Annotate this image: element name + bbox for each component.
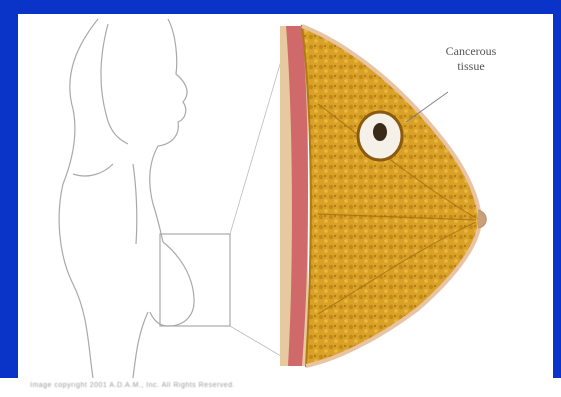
leader-line-2 xyxy=(230,326,286,359)
callout-line-2: tissue xyxy=(426,59,516,74)
leader-line-1 xyxy=(230,44,286,234)
nipple xyxy=(478,210,486,228)
breast-cross-section xyxy=(280,26,486,366)
torso-outline xyxy=(59,19,194,378)
footer-bar: Image copyright 2001 A.D.A.M., Inc. All … xyxy=(0,378,561,397)
cancerous-tissue-label: Cancerous tissue xyxy=(426,44,516,74)
copyright-notice: Image copyright 2001 A.D.A.M., Inc. All … xyxy=(30,382,540,389)
callout-line-1: Cancerous xyxy=(426,44,516,59)
tumor-core xyxy=(373,123,387,141)
breast-tissue xyxy=(302,26,480,366)
region-box xyxy=(160,234,230,326)
illustration-panel: Cancerous tissue xyxy=(18,14,553,378)
